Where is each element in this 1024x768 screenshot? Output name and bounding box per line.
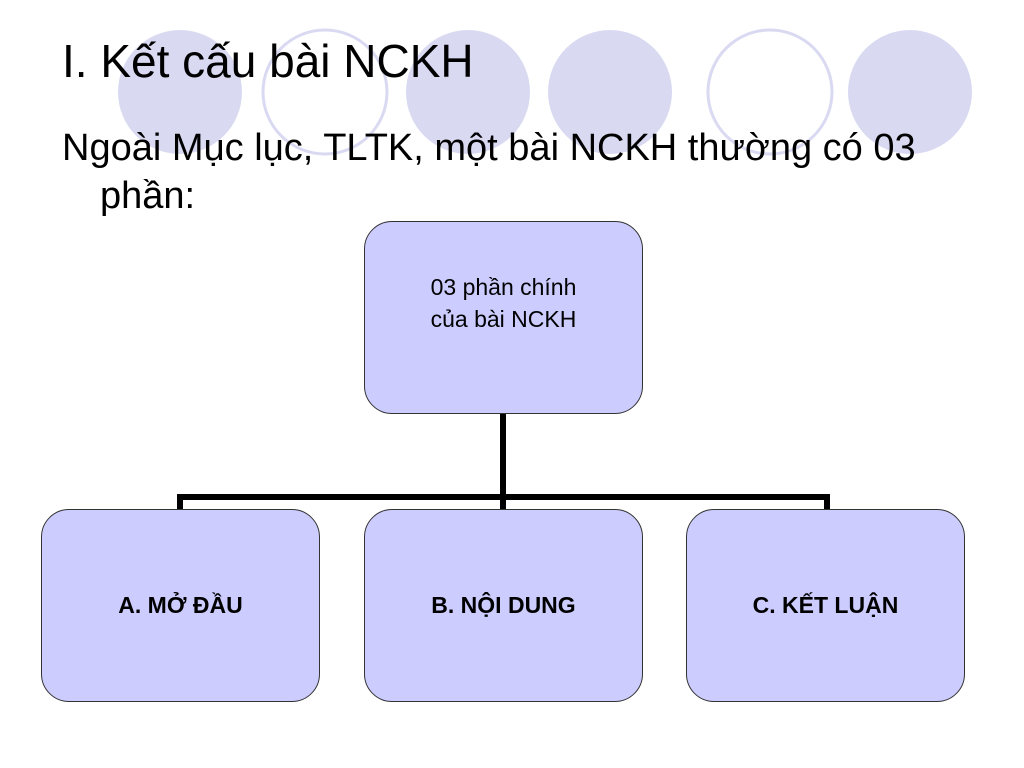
slide-subtitle: Ngoài Mục lục, TLTK, một bài NCKH thường… bbox=[62, 127, 916, 217]
node-noi-dung: B. NỘI DUNG bbox=[364, 509, 643, 702]
deco-circle-3 bbox=[406, 30, 530, 154]
slide-title: I. Kết cấu bài NCKH bbox=[62, 35, 474, 87]
deco-circle-4 bbox=[548, 30, 672, 154]
deco-circle-6 bbox=[848, 30, 972, 154]
deco-circle-5 bbox=[706, 28, 834, 156]
node-mo-dau: A. MỞ ĐẦU bbox=[41, 509, 320, 702]
node-root-text: 03 phần chính của bài NCKH bbox=[431, 271, 577, 335]
decorative-circles bbox=[118, 28, 972, 156]
node-noi-dung-label: B. NỘI DUNG bbox=[431, 592, 576, 618]
deco-circle-1 bbox=[118, 30, 242, 154]
deco-circle-2 bbox=[261, 28, 389, 156]
node-mo-dau-label: A. MỞ ĐẦU bbox=[118, 592, 243, 618]
node-root-line-1: 03 phần chính bbox=[430, 273, 577, 300]
node-ket-luan-label: C. KẾT LUẬN bbox=[752, 592, 899, 618]
node-root: 03 phần chính của bài NCKH bbox=[364, 221, 643, 414]
node-root-line-2: của bài NCKH bbox=[430, 305, 577, 332]
node-ket-luan: C. KẾT LUẬN bbox=[686, 509, 965, 702]
